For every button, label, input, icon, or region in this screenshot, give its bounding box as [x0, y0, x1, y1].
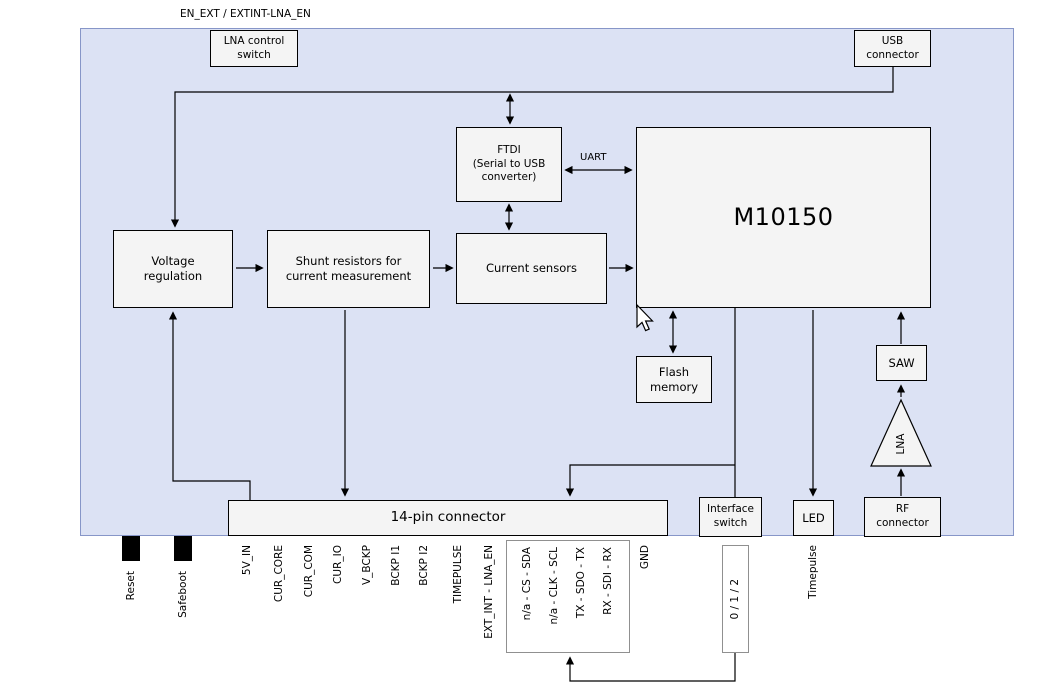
pin-label-v-bckp: V_BCKP — [361, 545, 373, 586]
pin-label-5v-in: 5V_IN — [241, 545, 253, 576]
safeboot-label: Safeboot — [177, 571, 189, 618]
lna-amplifier: LNA — [870, 398, 932, 467]
pin-label-cur-com: CUR_COM — [303, 545, 315, 598]
pin-label-cs-sda: n/a - CS - SDA — [521, 547, 534, 621]
pin-label-bckp-i1: BCKP I1 — [390, 545, 402, 586]
interface-mode-label: 0 / 1 / 2 — [729, 578, 742, 620]
wire-modes-serial-pins — [565, 653, 736, 682]
block-saw: SAW — [876, 345, 927, 381]
board-top-label: EN_EXT / EXTINT-LNA_EN — [180, 8, 311, 20]
block-current-sensors: Current sensors — [456, 233, 607, 304]
serial-pins-group: n/a - CS - SDA n/a - CLK - SCL TX - SDO … — [506, 540, 630, 653]
interface-mode-box: 0 / 1 / 2 — [722, 545, 749, 653]
block-usb-connector: USB connector — [854, 30, 931, 67]
pin-label-gnd: GND — [639, 545, 651, 570]
reset-label: Reset — [125, 571, 137, 601]
block-led: LED — [793, 500, 834, 536]
pin-label-clk-scl: n/a - CLK - SCL — [548, 547, 561, 625]
uart-label: UART — [580, 152, 607, 163]
pin-label-ext-int-lna-en: EXT_INT - LNA_EN — [483, 545, 495, 639]
timepulse-label: Timepulse — [807, 545, 819, 599]
pin-label-timepulse: TIMEPULSE — [452, 545, 464, 604]
cursor-icon — [636, 304, 654, 332]
block-flash-memory: Flash memory — [636, 356, 712, 403]
pin-label-sdi-rx: RX - SDI - RX — [602, 547, 615, 615]
block-rf-connector: RF connector — [864, 497, 941, 537]
block-14pin-connector: 14-pin connector — [228, 500, 668, 536]
safeboot-button — [174, 536, 192, 561]
block-voltage-regulation: Voltage regulation — [113, 230, 233, 308]
block-shunt-resistors: Shunt resistors for current measurement — [267, 230, 430, 308]
block-interface-switch: Interface switch — [699, 497, 762, 537]
pin-label-bckp-i2: BCKP I2 — [418, 545, 430, 586]
lna-label: LNA — [895, 433, 907, 455]
block-lna-control-switch: LNA control switch — [210, 30, 298, 67]
reset-button — [122, 536, 140, 561]
lna-triangle — [870, 398, 932, 467]
pin-label-cur-io: CUR_IO — [332, 545, 344, 584]
pin-label-cur-core: CUR_CORE — [273, 545, 285, 603]
block-m10150: M10150 — [636, 127, 931, 308]
block-ftdi: FTDI (Serial to USB converter) — [456, 127, 562, 202]
pin-label-sdo-tx: TX - SDO - TX — [575, 547, 588, 619]
